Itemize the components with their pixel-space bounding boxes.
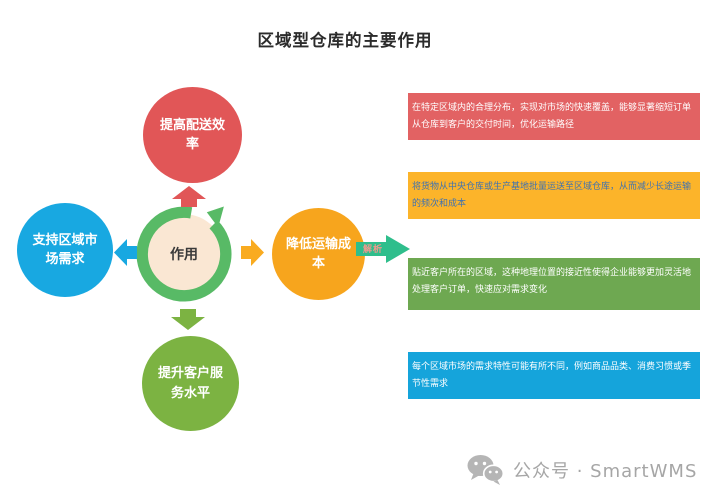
detail-box-market-demand: 每个区域市场的需求特性可能有所不同，例如商品品类、消费习惯或季节性需求 (408, 352, 700, 399)
wechat-icon (467, 455, 504, 485)
analysis-arrow: 解析 (356, 235, 410, 263)
detail-box-customer-proximity: 贴近客户所在的区域，这种地理位置的接近性使得企业能够更加灵活地处理客户订单，快速… (408, 258, 700, 310)
right-block-arrow-icon (356, 235, 410, 263)
center-node-label: 作用 (170, 247, 198, 263)
node-label: 支持区域市场需求 (32, 232, 98, 268)
node-delivery-efficiency: 提高配送效率 (143, 87, 242, 183)
arrow-right-icon (241, 239, 264, 266)
node-transport-cost: 降低运输成本 (272, 208, 365, 300)
footer-brand: 公众号 · SmartWMS (467, 454, 697, 486)
node-label: 提高配送效率 (159, 117, 225, 153)
node-regional-market-demand: 支持区域市场需求 (17, 203, 113, 297)
arrow-up-icon (172, 186, 206, 207)
detail-box-transport-cost: 将货物从中央仓库或生产基地批量运送至区域仓库，从而减少长途运输的频次和成本 (408, 172, 700, 219)
page-title: 区域型仓库的主要作用 (257, 31, 433, 50)
cycle-arrow-icon (136, 206, 232, 302)
node-label: 降低运输成本 (285, 236, 351, 272)
footer-brand-text: 公众号 · SmartWMS (513, 461, 698, 482)
node-label: 提升客户服务水平 (157, 366, 223, 401)
detail-box-delivery-efficiency: 在特定区域内的合理分布，实现对市场的快速覆盖，能够显著缩短订单从仓库到客户的交付… (408, 93, 700, 140)
arrow-left-icon (114, 239, 137, 266)
arrow-down-icon (171, 309, 205, 330)
analysis-arrow-label: 解析 (362, 245, 383, 255)
node-customer-service: 提升客户服务水平 (142, 336, 239, 431)
